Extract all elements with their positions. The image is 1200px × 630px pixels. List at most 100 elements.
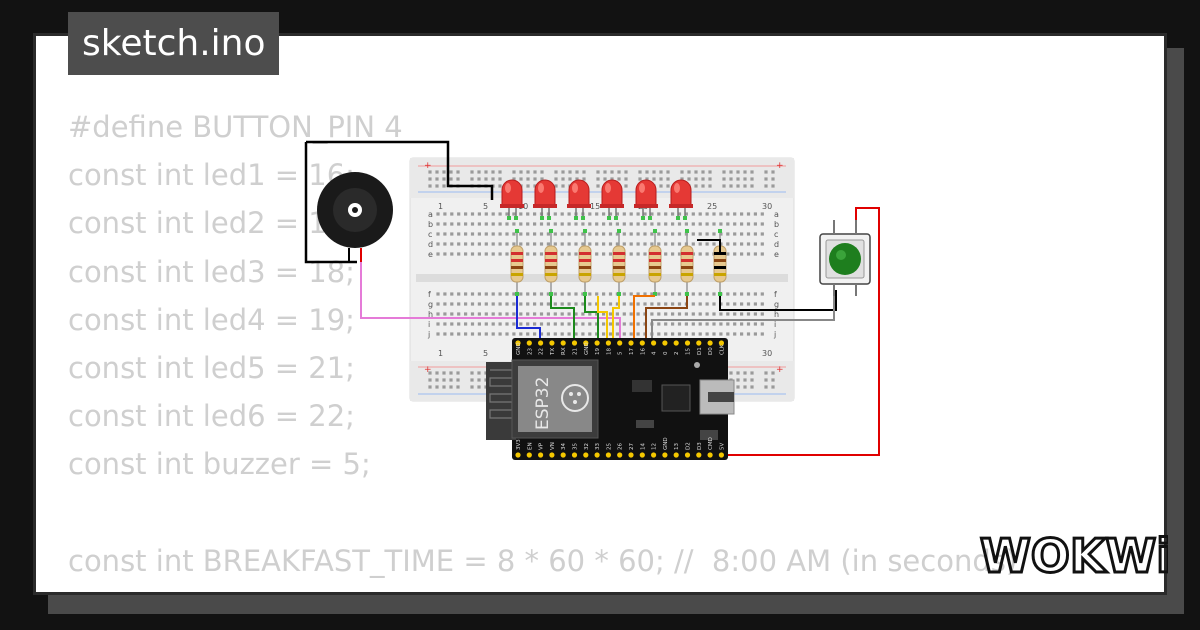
esp32-pin-label: 5 — [618, 351, 624, 355]
column-number: 25 — [707, 202, 717, 211]
row-letter: g — [774, 300, 779, 309]
esp32-pin-label: 32 — [584, 443, 590, 450]
esp32-pin-label: EN — [527, 442, 533, 450]
esp32-pin-label: 23 — [527, 348, 533, 355]
code-line: const int led1 = 16; — [68, 158, 355, 193]
code-line: #define BUTTON_PIN 4 — [68, 110, 403, 144]
buzzer[interactable] — [304, 140, 494, 264]
code-line: const int led5 = 21; — [68, 350, 355, 385]
row-letter: a — [428, 210, 433, 219]
rail-plus-label-right: + — [776, 161, 784, 171]
esp32-pin-label: VN — [550, 442, 556, 450]
resistor[interactable] — [680, 229, 694, 296]
column-number: 30 — [762, 202, 772, 211]
led-icon — [534, 179, 556, 207]
esp32-pin-label: 0 — [663, 351, 669, 355]
esp32-pin-label: 17 — [629, 348, 635, 355]
esp32-pin-label: 34 — [561, 443, 567, 450]
rail-plus-label: + — [424, 161, 432, 171]
esp32-pin-label: RX — [561, 347, 567, 355]
led[interactable] — [669, 179, 693, 220]
led-icon — [635, 179, 657, 207]
led[interactable] — [567, 179, 591, 220]
esp32-pin-label: 25 — [606, 443, 612, 450]
row-letter: j — [427, 330, 430, 339]
code-line: const int led6 = 22; — [68, 399, 355, 434]
row-letter: e — [774, 250, 779, 259]
resistor[interactable] — [648, 229, 662, 296]
code-line: const int led2 = 17; — [68, 206, 355, 241]
esp32-pin-label: D0 — [708, 347, 714, 355]
column-number: 1 — [438, 202, 443, 211]
column-number: 30 — [762, 349, 772, 358]
esp32-pin-label: 12 — [652, 443, 658, 450]
wokwi-logo-icon: WOKWi — [979, 528, 1169, 584]
led[interactable] — [634, 179, 658, 220]
row-letter: d — [774, 240, 779, 249]
column-number: 5 — [483, 202, 488, 211]
code-line: const int buzzer = 5; — [68, 447, 371, 482]
resistor[interactable] — [612, 229, 626, 296]
esp32-pin-label: 3V3 — [516, 439, 522, 450]
column-number: 15 — [590, 202, 600, 211]
led[interactable] — [600, 179, 624, 220]
row-letter: b — [428, 220, 433, 229]
resistor-icon — [578, 245, 592, 283]
column-number: 1 — [438, 349, 443, 358]
esp32-pin-label: 18 — [606, 348, 612, 355]
esp32-pin-label: 14 — [640, 443, 646, 450]
led[interactable] — [533, 179, 557, 220]
led[interactable] — [500, 179, 524, 220]
esp32-pin-label: GND — [516, 342, 522, 355]
led-icon — [501, 179, 523, 207]
row-letter: a — [774, 210, 779, 219]
filename-tag: sketch.ino — [68, 12, 280, 75]
resistor-icon — [612, 245, 626, 283]
esp32-pin-label: 4 — [652, 351, 658, 355]
esp32-pin-label: D2 — [686, 442, 692, 450]
esp32-pin-label: GND — [584, 342, 590, 355]
row-letter: c — [428, 230, 432, 239]
row-letter: i — [428, 320, 430, 329]
esp32-pin-label: VP — [539, 442, 545, 450]
row-letter: f — [428, 290, 431, 299]
row-letter: b — [774, 220, 779, 229]
esp32-pin-label: 35 — [573, 443, 579, 450]
esp32-pin-label: 19 — [595, 348, 601, 355]
esp32-pin-label: 5V — [719, 443, 725, 450]
row-letter: c — [774, 230, 778, 239]
esp32-pin-label: 2 — [674, 352, 680, 356]
resistor[interactable] — [544, 229, 558, 296]
code-line: const int LUNCH_TIME = 12 * 60 * 60; // … — [68, 585, 1017, 595]
led-icon — [601, 179, 623, 207]
code-preview: #define BUTTON_PIN 4 const int led1 = 16;… — [68, 103, 1017, 595]
code-line: const int led4 = 19; — [68, 302, 355, 337]
rail-plus-label-bottom-right: + — [776, 365, 784, 375]
row-letter: e — [428, 250, 433, 259]
esp32-pin-label: 16 — [640, 348, 646, 355]
row-letter: i — [774, 320, 776, 329]
esp32-pin-label: D3 — [697, 442, 703, 450]
row-letter: h — [428, 310, 433, 319]
esp32-pin-label: CMD — [708, 437, 714, 450]
esp32-pin-label: 26 — [618, 443, 624, 450]
rail-plus-label-bottom: + — [424, 365, 432, 375]
row-letter: d — [428, 240, 433, 249]
led-icon — [670, 179, 692, 207]
pushbutton-icon — [829, 243, 861, 275]
resistor[interactable] — [578, 229, 592, 296]
resistor-icon — [544, 245, 558, 283]
esp32-pin-label: TX — [550, 348, 556, 356]
esp32-pin-label: 33 — [595, 443, 601, 450]
esp32-pin-label: 27 — [629, 443, 635, 450]
row-letter: j — [773, 330, 776, 339]
row-letter: h — [774, 310, 779, 319]
esp32-pin-label: 13 — [674, 443, 680, 450]
pushbutton[interactable] — [819, 220, 871, 296]
esp32-pin-label: CLK — [719, 344, 725, 355]
resistor[interactable] — [510, 229, 524, 296]
column-number: 5 — [483, 349, 488, 358]
esp32-chip-label: ESP32 — [533, 377, 553, 430]
